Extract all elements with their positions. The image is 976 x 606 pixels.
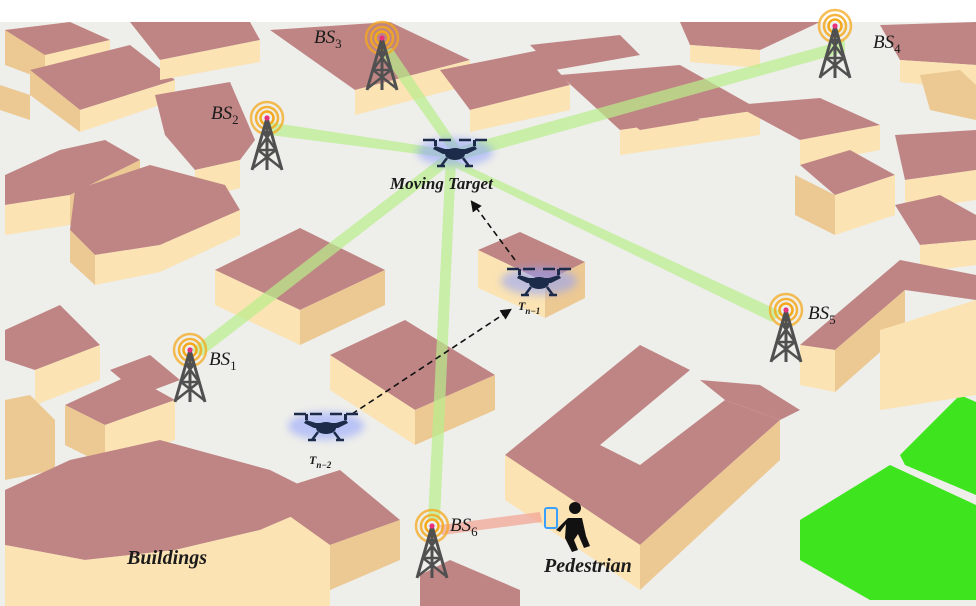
signal-beams bbox=[190, 40, 845, 520]
trajectory-arrow-1 bbox=[351, 308, 512, 415]
drone-prev2-icon bbox=[288, 412, 364, 440]
t-prev2-label: Tn−2 bbox=[309, 453, 332, 470]
moving-target-drone-icon bbox=[417, 138, 493, 166]
trajectory-arrow-2 bbox=[470, 200, 516, 261]
bs2-label: BS2 bbox=[211, 103, 239, 127]
drone-prev1-icon bbox=[501, 267, 577, 295]
pedestrian-link bbox=[440, 512, 542, 535]
pedestrian-label: Pedestrian bbox=[544, 555, 632, 577]
bs4-label: BS4 bbox=[873, 32, 901, 56]
moving-target-label: Moving Target bbox=[390, 174, 493, 193]
bs3-label: BS3 bbox=[314, 27, 342, 51]
bs6-label: BS6 bbox=[450, 515, 478, 539]
bs5-label: BS5 bbox=[808, 303, 836, 327]
bs1-label: BS1 bbox=[209, 349, 237, 373]
pedestrian-icon bbox=[544, 502, 590, 552]
t-prev1-label: Tn−1 bbox=[518, 299, 541, 316]
buildings-label: Buildings bbox=[127, 547, 208, 569]
